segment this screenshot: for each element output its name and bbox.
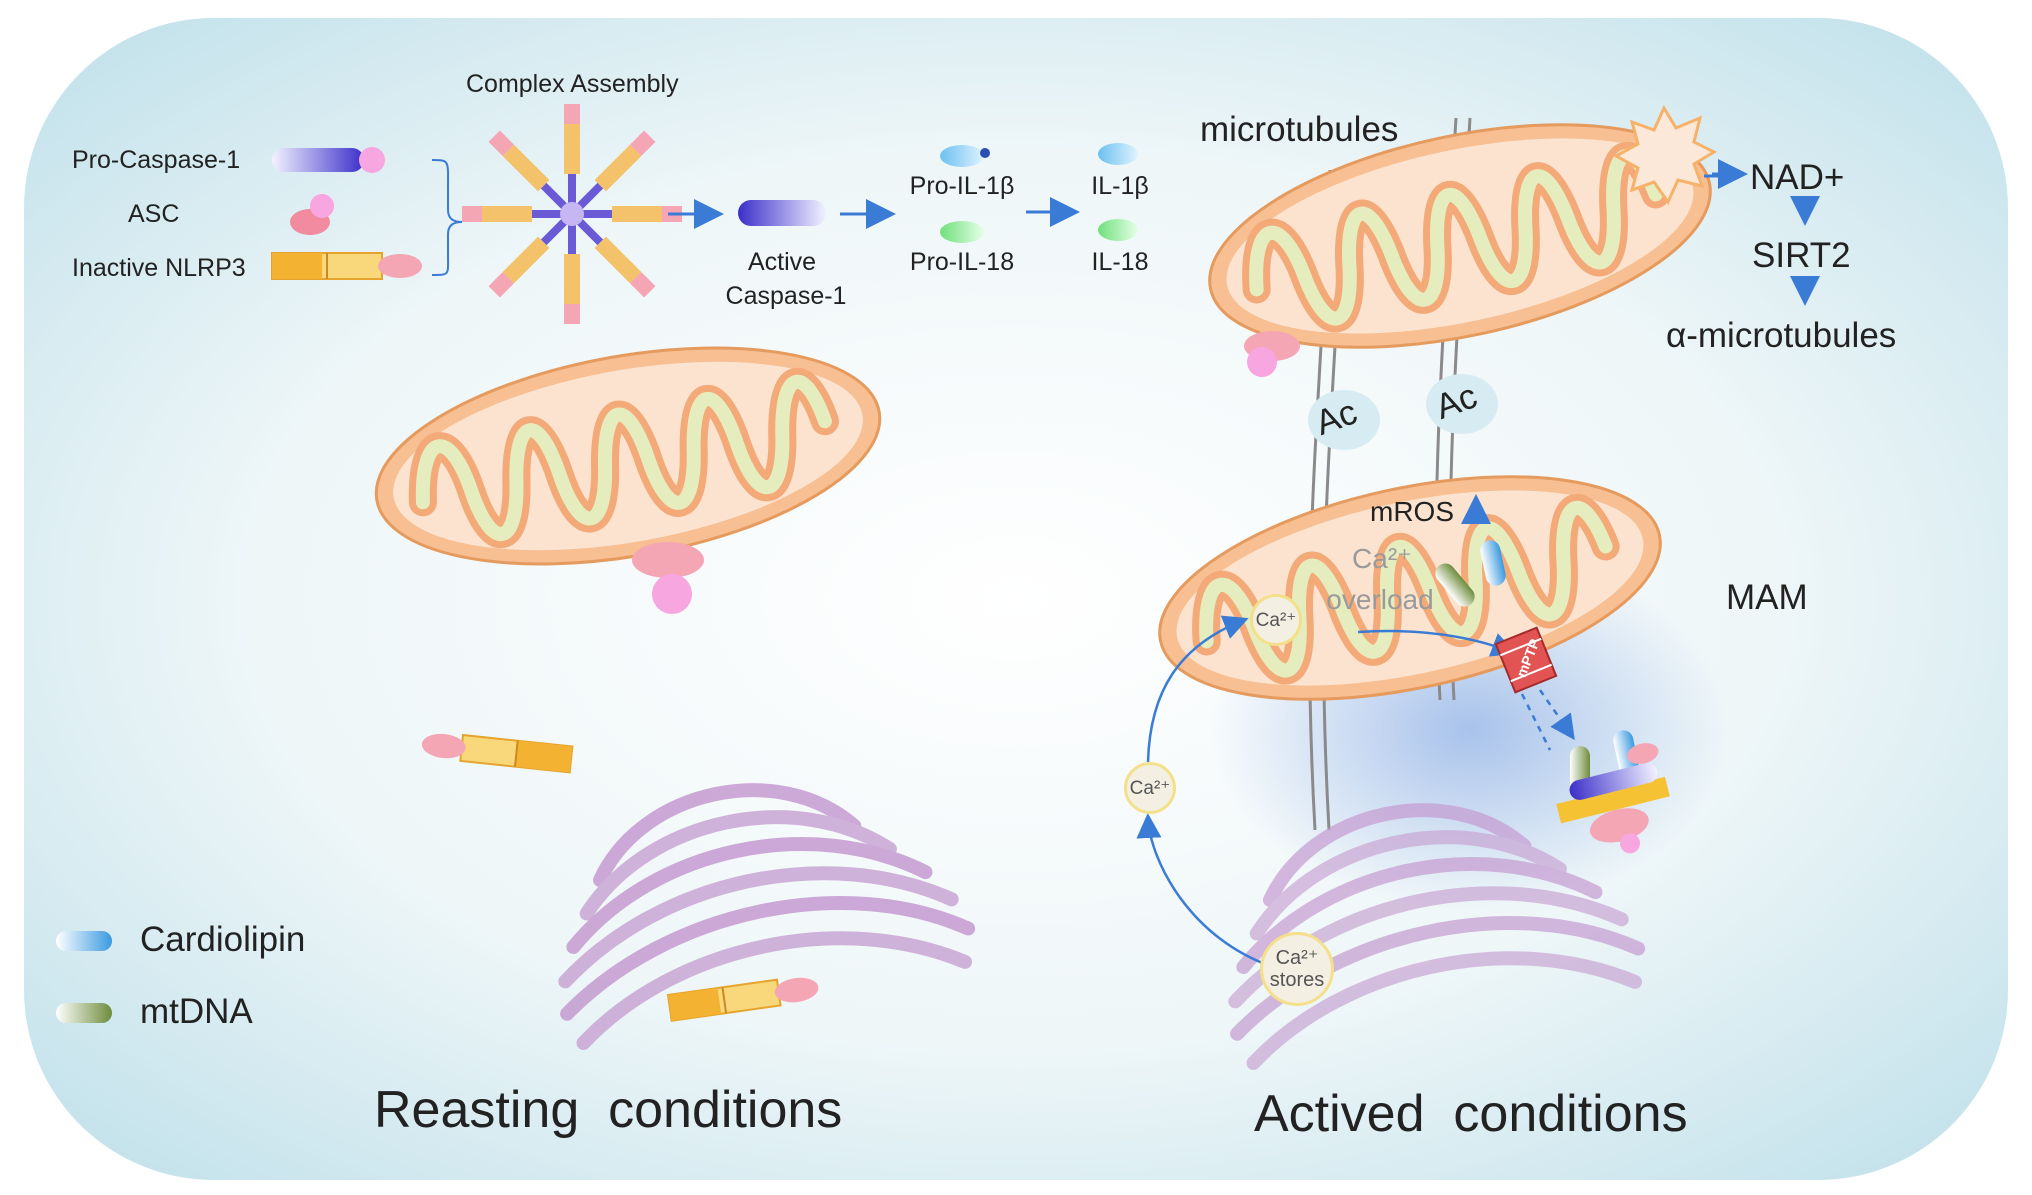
sirt2-label: SIRT2 (1752, 236, 1851, 276)
activated-conditions-title: Actived conditions (1254, 1084, 1688, 1144)
il18-shape (1098, 219, 1138, 241)
inflammasome-complex (462, 104, 682, 324)
alpha-microtubules-label: α-microtubules (1666, 316, 1896, 356)
mam-label: MAM (1726, 578, 1808, 618)
ca-ion-in-mito: Ca²⁺ (1250, 594, 1302, 646)
legend-cardiolipin-swatch (56, 931, 112, 951)
active-caspase1-label-1: Active (748, 248, 816, 277)
active-caspase1-shape (738, 200, 826, 226)
pro-il1b-label: Pro-IL-1β (910, 172, 1015, 201)
inactive-nlrp3-shape (272, 253, 422, 279)
pro-caspase1-shape (272, 147, 385, 173)
mros-label: mROS (1370, 496, 1454, 528)
pro-il1b-shape (940, 145, 984, 167)
ca-overload-label-2: overload (1326, 584, 1433, 616)
ca-ion-mid: Ca²⁺ (1124, 762, 1176, 814)
pro-il18-shape (940, 221, 984, 243)
il1b-label: IL-1β (1091, 172, 1148, 201)
asc-label: ASC (128, 200, 179, 229)
legend-cardiolipin-label: Cardiolipin (140, 920, 305, 960)
nad-label: NAD+ (1750, 158, 1844, 198)
ca-ion-mid-text: Ca²⁺ (1130, 777, 1171, 800)
microtubules-label: microtubules (1200, 110, 1398, 150)
legend-mtdna-label: mtDNA (140, 992, 253, 1032)
complex-assembly-label: Complex Assembly (466, 70, 679, 99)
ca-stores-text-2: stores (1270, 969, 1324, 991)
pro-il18-label: Pro-IL-18 (910, 248, 1014, 277)
il18-label: IL-18 (1092, 248, 1149, 277)
inactive-nlrp3-label: Inactive NLRP3 (72, 254, 246, 283)
pro-caspase1-label: Pro-Caspase-1 (72, 146, 240, 175)
legend-mtdna-swatch (56, 1003, 112, 1023)
ca-overload-label-1: Ca²⁺ (1352, 542, 1412, 575)
il1b-shape (1098, 143, 1138, 165)
ca-stores: Ca²⁺ stores (1260, 932, 1334, 1006)
active-caspase1-label-2: Caspase-1 (726, 282, 847, 311)
ca-stores-text-1: Ca²⁺ (1276, 947, 1319, 969)
ca-ion-in-mito-text: Ca²⁺ (1256, 609, 1297, 632)
resting-conditions-title: Reasting conditions (374, 1080, 842, 1140)
